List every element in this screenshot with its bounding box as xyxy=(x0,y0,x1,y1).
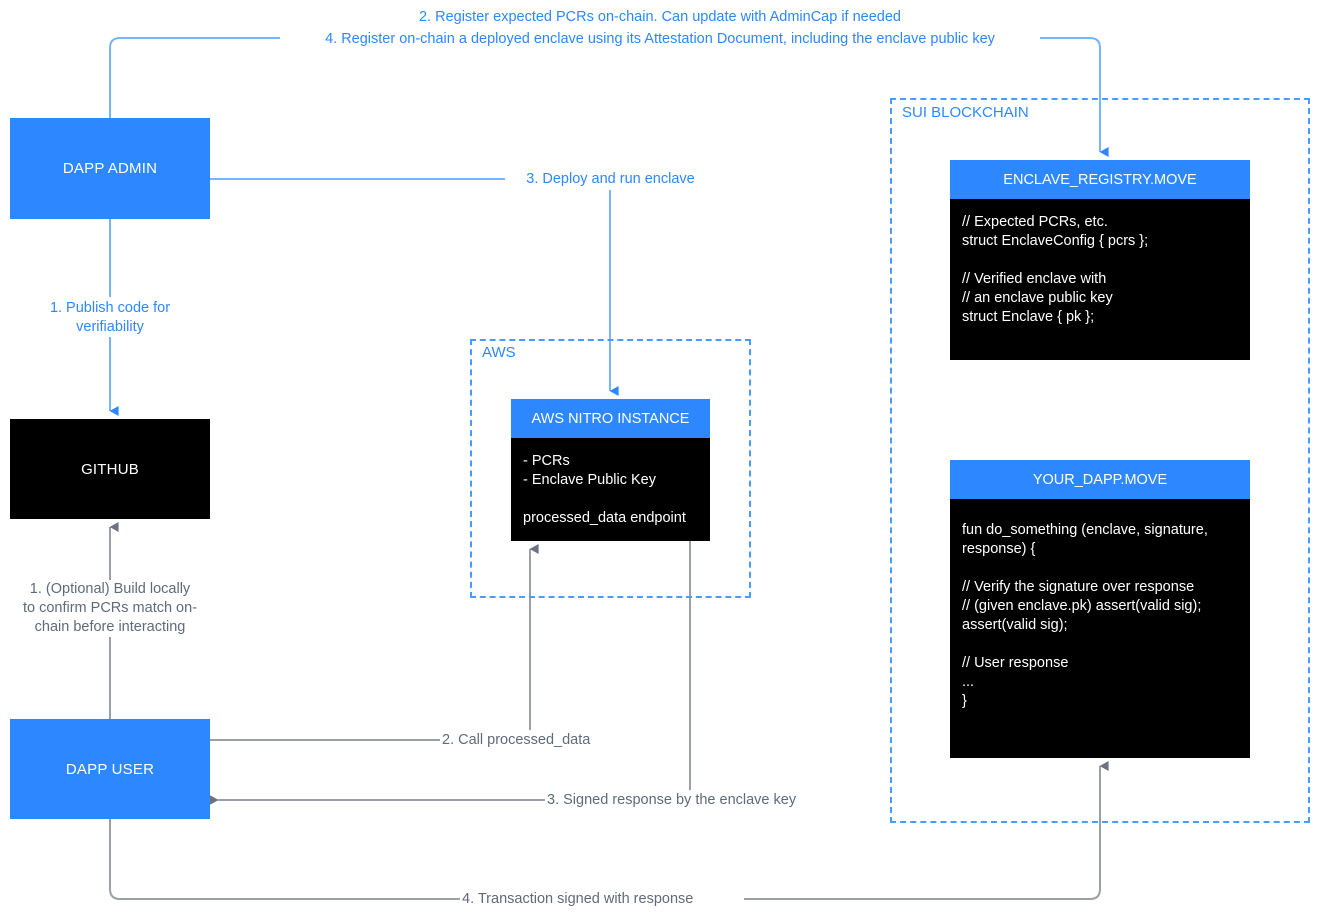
group-sui-blockchain-label: SUI BLOCKCHAIN xyxy=(898,104,1033,121)
node-dapp-admin[interactable]: DAPP ADMIN xyxy=(10,118,210,219)
node-github-label: GITHUB xyxy=(81,460,139,478)
edge-label-build-locally: 1. (Optional) Build locally to confirm P… xyxy=(22,580,198,637)
node-dapp-admin-label: DAPP ADMIN xyxy=(62,160,158,177)
card-enclave-registry-body: // Expected PCRs, etc. struct EnclaveCon… xyxy=(950,199,1250,360)
card-your-dapp-header: YOUR_DAPP.MOVE xyxy=(950,460,1250,499)
node-dapp-user[interactable]: DAPP USER xyxy=(10,719,210,819)
edge-label-register-enclave: 4. Register on-chain a deployed enclave … xyxy=(280,30,1040,49)
node-dapp-user-label: DAPP USER xyxy=(65,760,155,778)
edge-label-register-pcrs: 2. Register expected PCRs on-chain. Can … xyxy=(300,8,1020,27)
edge-label-transaction-signed: 4. Transaction signed with response xyxy=(462,890,744,909)
edge-txn-left-rail xyxy=(109,819,460,900)
card-aws-nitro-instance[interactable]: AWS NITRO INSTANCE - PCRs - Enclave Publ… xyxy=(511,399,710,541)
edge-label-deploy-run-enclave: 3. Deploy and run enclave xyxy=(508,170,713,189)
node-github[interactable]: GITHUB xyxy=(10,419,210,519)
card-enclave-registry-header: ENCLAVE_REGISTRY.MOVE xyxy=(950,160,1250,199)
group-aws-label: AWS xyxy=(478,344,520,361)
edge-label-publish-code: 1. Publish code for verifiability xyxy=(20,299,200,337)
card-aws-nitro-header: AWS NITRO INSTANCE xyxy=(511,399,710,438)
card-your-dapp-body: fun do_something (enclave, signature, re… xyxy=(950,499,1250,758)
card-enclave-registry-move[interactable]: ENCLAVE_REGISTRY.MOVE // Expected PCRs, … xyxy=(950,160,1250,360)
card-your-dapp-move[interactable]: YOUR_DAPP.MOVE fun do_something (enclave… xyxy=(950,460,1250,758)
group-sui-blockchain xyxy=(890,98,1310,823)
card-aws-nitro-body: - PCRs - Enclave Public Key processed_da… xyxy=(511,438,710,541)
edge-label-signed-response: 3. Signed response by the enclave key xyxy=(547,791,839,810)
group-aws xyxy=(470,339,751,598)
edge-label-call-processed-data: 2. Call processed_data xyxy=(442,731,622,750)
